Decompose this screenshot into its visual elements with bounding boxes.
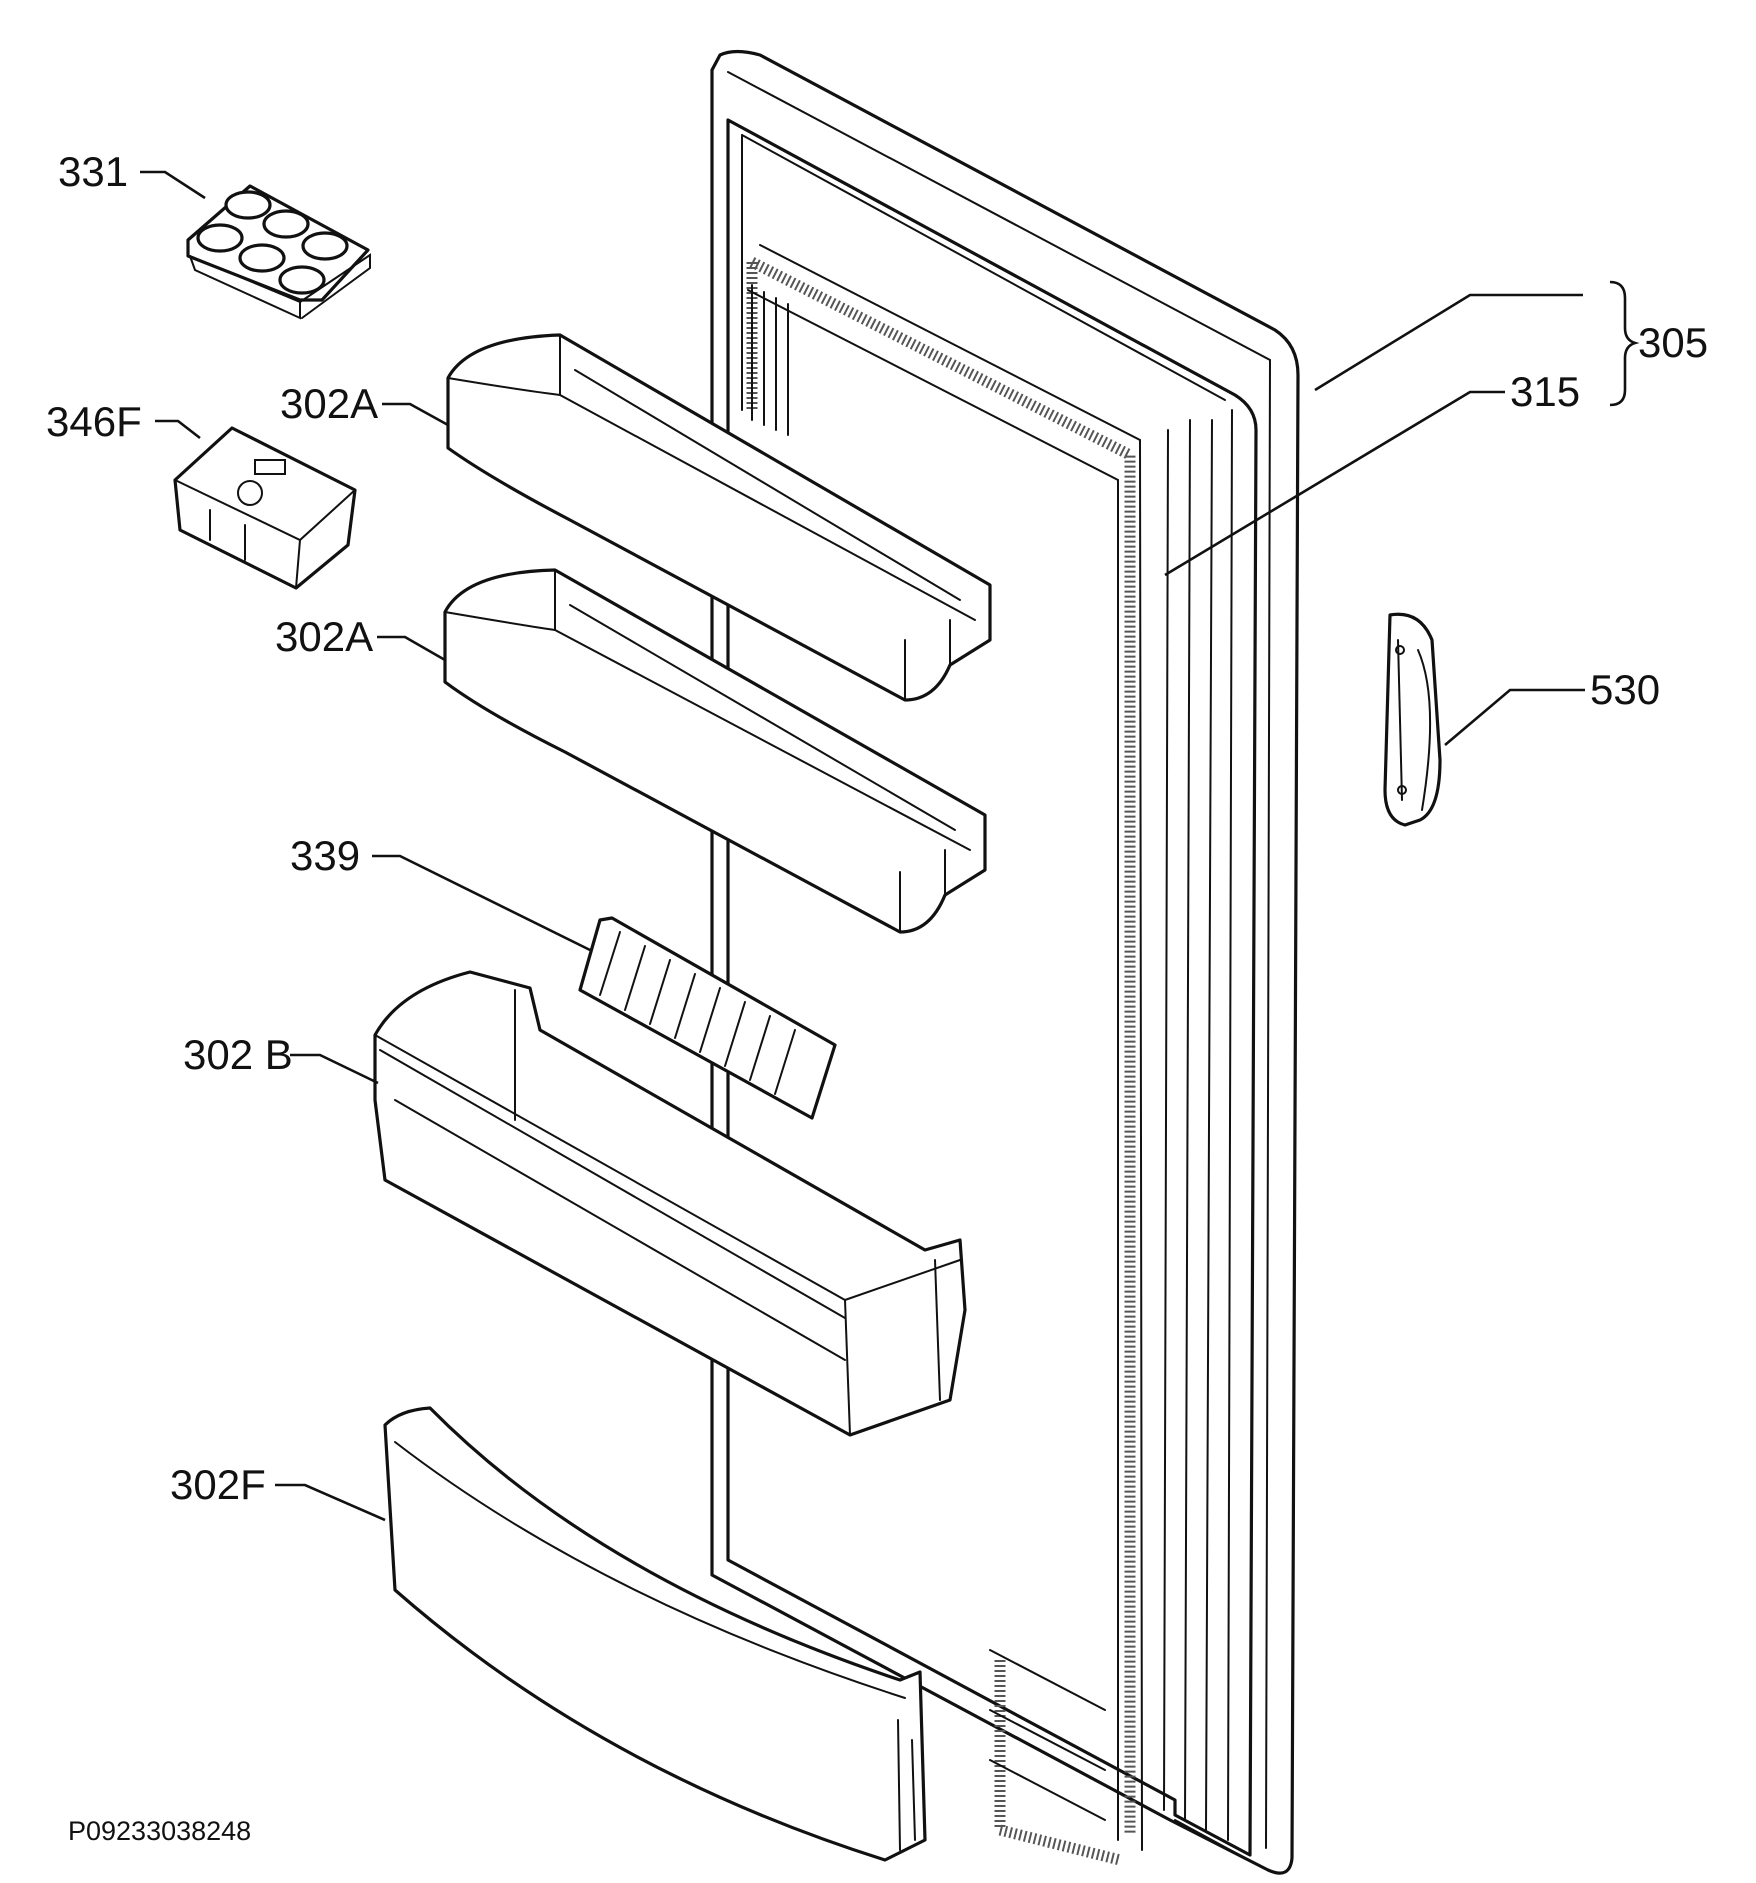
- callout-labels: 331 346F 302A 302A 339 302 B 302F 305 31…: [46, 148, 1708, 1846]
- callout-530: 530: [1590, 666, 1660, 713]
- callout-305: 305: [1638, 319, 1708, 366]
- drawing-code: P09233038248: [68, 1816, 251, 1846]
- callout-302f: 302F: [170, 1461, 266, 1508]
- door-assembly: [710, 49, 1300, 1875]
- callout-315: 315: [1510, 368, 1580, 415]
- bottom-balcony-302f: [383, 1406, 927, 1862]
- door-balcony-302a-middle: [443, 568, 987, 934]
- egg-tray-331: [186, 184, 371, 320]
- leader-lines: [140, 170, 1640, 1522]
- callout-302b: 302 B: [183, 1031, 293, 1078]
- door-handle-530: [1383, 612, 1442, 827]
- callout-346f: 346F: [46, 398, 142, 445]
- callout-339: 339: [290, 832, 360, 879]
- callout-302a-middle: 302A: [275, 613, 373, 660]
- callout-331: 331: [58, 148, 128, 195]
- dairy-compartment-346f: [173, 426, 357, 590]
- bottle-divider-339: [578, 916, 837, 1120]
- callout-302a-top: 302A: [280, 380, 378, 427]
- door-balcony-302a-top: [446, 333, 992, 702]
- bottle-balcony-302b: [373, 970, 967, 1437]
